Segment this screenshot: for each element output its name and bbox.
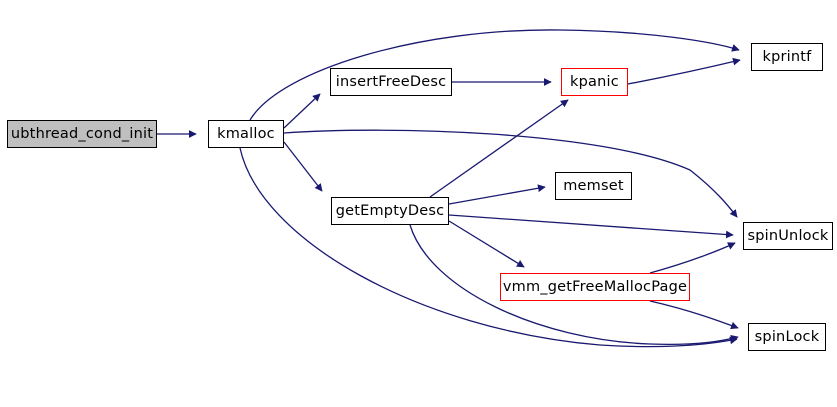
edge-vmm_getFreeMallocPage-to-spinUnlock (649, 242, 736, 274)
node-insertFreeDesc[interactable]: insertFreeDesc (330, 68, 452, 96)
node-kpanic[interactable]: kpanic (561, 68, 628, 96)
node-spinUnlock[interactable]: spinUnlock (743, 222, 833, 250)
edge-vmm_getFreeMallocPage-to-spinLock (649, 300, 739, 330)
edge-kmalloc-to-kprintf (249, 29, 740, 121)
edge-kmalloc-to-spinLock (239, 147, 738, 348)
edge-getEmptyDesc-to-memset (448, 184, 546, 205)
edge-getEmptyDesc-to-spinUnlock (448, 214, 734, 239)
edge-kmalloc-to-getEmptyDesc (283, 141, 323, 192)
edge-getEmptyDesc-to-vmm_getFreeMallocPage (448, 220, 525, 268)
node-getEmptyDesc[interactable]: getEmptyDesc (331, 197, 449, 225)
node-ubthread_cond_init[interactable]: ubthread_cond_init (7, 120, 157, 148)
node-label: ubthread_cond_init (10, 125, 154, 142)
node-label: spinLock (754, 328, 820, 345)
node-spinLock[interactable]: spinLock (748, 323, 826, 351)
node-label: kmalloc (217, 125, 275, 142)
node-label: kpanic (570, 73, 619, 90)
node-label: memset (563, 177, 624, 194)
node-memset[interactable]: memset (555, 172, 632, 200)
edge-kpanic-to-kprintf (627, 57, 741, 85)
edge-getEmptyDesc-to-kpanic (429, 99, 569, 198)
node-label: kprintf (762, 48, 812, 65)
node-vmm_getFreeMallocPage[interactable]: vmm_getFreeMallocPage (500, 273, 690, 301)
edge-kmalloc-to-insertFreeDesc (283, 93, 321, 129)
node-kprintf[interactable]: kprintf (751, 43, 823, 71)
node-label: vmm_getFreeMallocPage (502, 278, 688, 295)
node-label: spinUnlock (747, 227, 829, 244)
node-label: insertFreeDesc (335, 73, 447, 90)
node-kmalloc[interactable]: kmalloc (208, 120, 284, 148)
node-label: getEmptyDesc (335, 202, 445, 219)
